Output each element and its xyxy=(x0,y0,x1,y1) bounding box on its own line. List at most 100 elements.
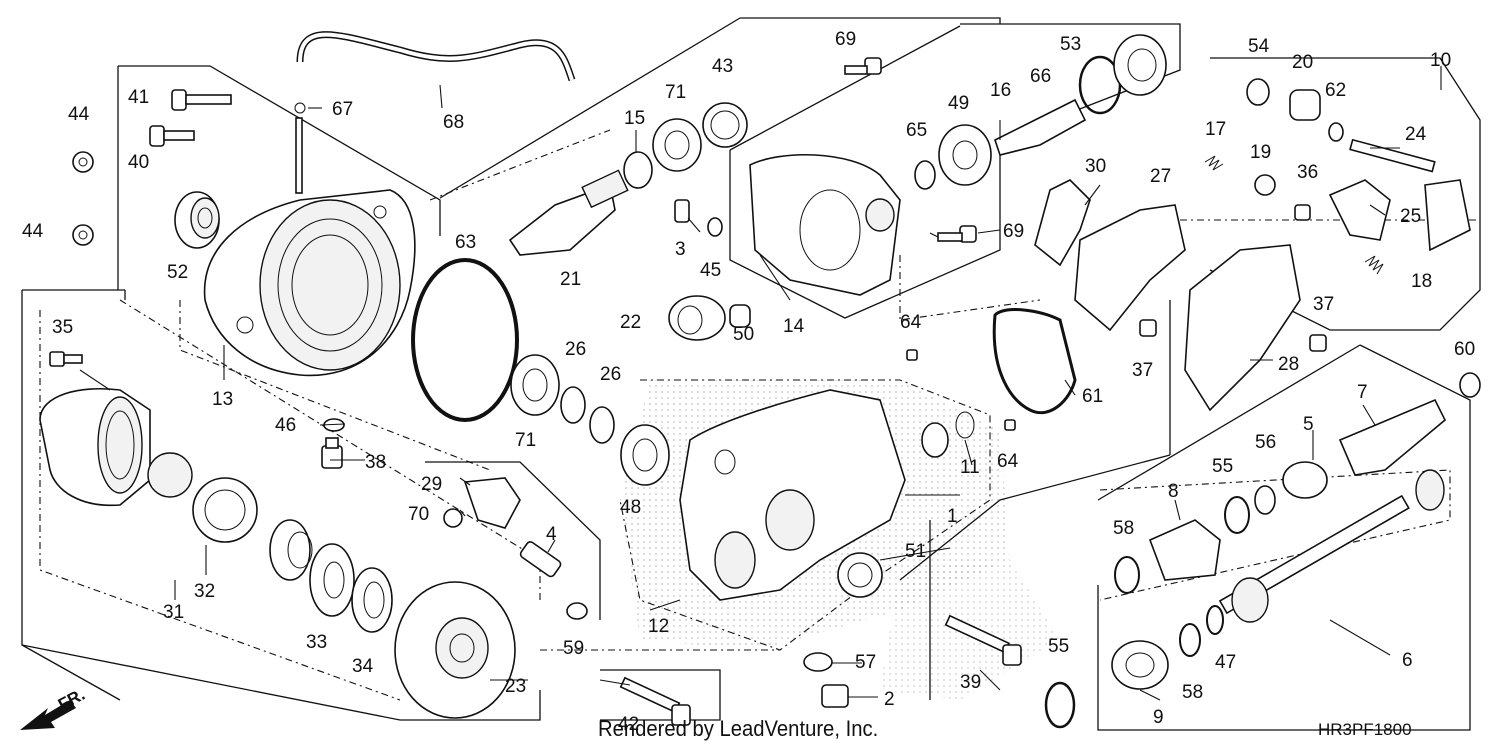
callout-30: 30 xyxy=(1085,156,1106,177)
seal-15 xyxy=(623,151,653,189)
callout-69-a: 69 xyxy=(835,29,856,50)
callout-4: 4 xyxy=(546,524,557,545)
callout-56: 56 xyxy=(1255,432,1276,453)
bolt-41 xyxy=(171,89,232,111)
callout-60: 60 xyxy=(1454,339,1475,360)
seal-58-b xyxy=(1179,623,1201,657)
callout-46: 46 xyxy=(275,415,296,436)
callout-44-b: 44 xyxy=(22,221,44,242)
callout-16: 16 xyxy=(990,80,1011,101)
callout-6: 6 xyxy=(1402,650,1413,671)
callout-7: 7 xyxy=(1357,382,1368,403)
callout-23: 23 xyxy=(505,676,526,697)
callout-71-a: 71 xyxy=(665,82,686,103)
plate-27 xyxy=(1074,204,1186,332)
callout-47: 47 xyxy=(1215,652,1236,673)
bolt-35 xyxy=(49,351,83,367)
bolt-42 xyxy=(619,676,691,726)
callout-62: 62 xyxy=(1325,80,1346,101)
callout-66: 66 xyxy=(1030,66,1051,87)
bracket-30 xyxy=(1034,179,1091,267)
diagram-code: HR3PF1800 xyxy=(1318,720,1412,739)
callout-18: 18 xyxy=(1411,271,1432,292)
bolt-37-b xyxy=(1309,334,1327,352)
callout-55-b: 55 xyxy=(1048,636,1069,657)
seal-51 xyxy=(837,552,883,598)
collar-20 xyxy=(1289,89,1321,121)
seal-58-a xyxy=(1114,556,1140,594)
shim-26-b xyxy=(589,406,615,444)
fork-25 xyxy=(1328,179,1391,241)
callout-22: 22 xyxy=(620,312,641,333)
callout-59: 59 xyxy=(563,638,584,659)
callout-65: 65 xyxy=(906,120,927,141)
callout-67: 67 xyxy=(332,99,353,120)
callout-37-b: 37 xyxy=(1313,294,1334,315)
bolt-36 xyxy=(1294,204,1311,221)
cover-28 xyxy=(1184,244,1301,412)
callout-58-b: 58 xyxy=(1182,682,1203,703)
callout-29: 29 xyxy=(421,474,442,495)
callout-64-b: 64 xyxy=(997,451,1019,472)
nut-44-b xyxy=(72,224,94,246)
bearing-52 xyxy=(174,191,220,249)
group-frames xyxy=(21,17,1481,731)
bolt-40 xyxy=(149,125,195,147)
callout-63: 63 xyxy=(455,232,476,253)
shim-34 xyxy=(351,567,393,633)
clip-47 xyxy=(1206,605,1224,635)
spring-18 xyxy=(1364,255,1384,275)
o-ring-59 xyxy=(566,602,588,620)
bearing-48 xyxy=(620,424,670,486)
callout-26-b: 26 xyxy=(600,364,621,385)
callout-49: 49 xyxy=(948,93,969,114)
bearing-43 xyxy=(702,102,748,148)
callout-20: 20 xyxy=(1292,52,1313,73)
seal-60 xyxy=(1459,372,1481,398)
callout-10: 10 xyxy=(1430,50,1451,71)
final-gear-case xyxy=(203,189,416,377)
bushing-11 xyxy=(921,411,975,458)
callout-3: 3 xyxy=(675,239,686,260)
callout-55-a: 55 xyxy=(1212,456,1233,477)
callout-24: 24 xyxy=(1405,124,1427,145)
callout-13: 13 xyxy=(212,389,233,410)
callout-34: 34 xyxy=(352,656,374,677)
callout-41: 41 xyxy=(128,87,149,108)
callout-32: 32 xyxy=(194,581,215,602)
seal-53 xyxy=(1113,34,1167,96)
gear-case-12 xyxy=(679,389,906,601)
callout-15: 15 xyxy=(624,108,645,129)
callout-12: 12 xyxy=(648,616,669,637)
callout-58-a: 58 xyxy=(1113,518,1134,539)
callout-5: 5 xyxy=(1303,414,1314,435)
callout-44-a: 44 xyxy=(68,104,90,125)
callout-19: 19 xyxy=(1250,142,1271,163)
callout-50: 50 xyxy=(733,324,754,345)
seal-54 xyxy=(1246,78,1270,106)
seal-55-b xyxy=(1044,681,1076,729)
collar-50 xyxy=(729,304,751,328)
washer-45 xyxy=(707,217,723,237)
bolt-38 xyxy=(321,437,343,469)
callout-51: 51 xyxy=(905,541,926,562)
callout-52: 52 xyxy=(167,262,188,283)
bearing-71-b xyxy=(510,354,560,416)
spring-17 xyxy=(1204,155,1224,171)
plug-2 xyxy=(821,684,849,708)
callout-40: 40 xyxy=(128,152,149,173)
shim-26-a xyxy=(560,386,586,424)
callout-28: 28 xyxy=(1278,354,1299,375)
bolt-69-a xyxy=(844,57,882,75)
callout-37-a: 37 xyxy=(1132,360,1153,381)
o-ring-63 xyxy=(411,258,519,422)
callout-42: 42 xyxy=(618,714,639,735)
callout-numbers: 1 2 3 4 5 6 7 8 9 10 11 12 13 14 15 16 1… xyxy=(22,29,1475,735)
cam-gear-32 xyxy=(147,452,258,543)
bolt-37-a xyxy=(1139,319,1157,337)
differential-case xyxy=(39,387,151,507)
bearing-71-a xyxy=(652,118,702,172)
callout-21: 21 xyxy=(560,269,581,290)
callout-26-a: 26 xyxy=(565,339,586,360)
